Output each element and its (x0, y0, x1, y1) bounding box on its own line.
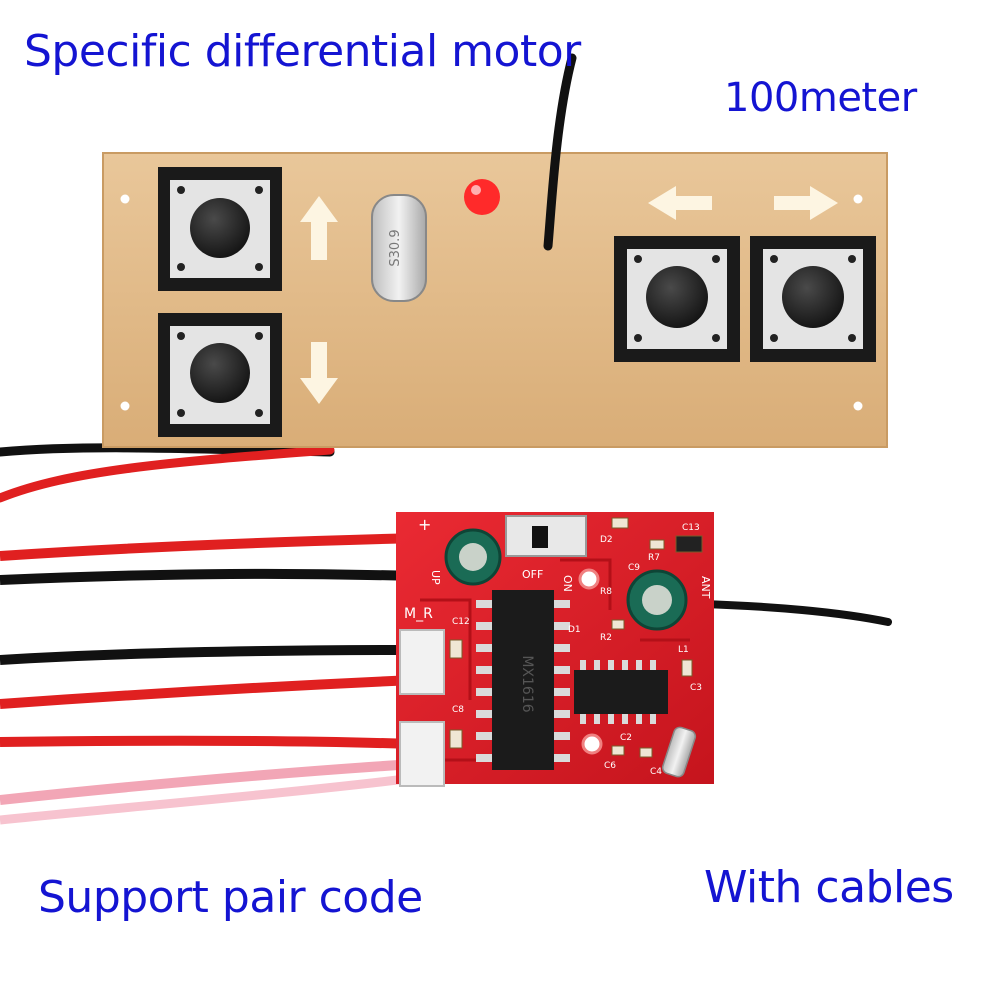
caption-differential-motor: Specific differential motor (24, 26, 581, 77)
mount-hole (853, 194, 863, 204)
label-c4: C4 (650, 767, 662, 777)
power-switch[interactable] (505, 515, 587, 557)
label-r7: R7 (648, 553, 660, 563)
label-plus: + (418, 515, 431, 534)
wires (0, 443, 892, 825)
wire-red-power (0, 533, 421, 561)
mount-hole (853, 401, 863, 411)
label-d2: D2 (600, 535, 613, 545)
ic-chip-dip: MX1616 (476, 590, 570, 770)
label-up: UP (429, 570, 442, 585)
chip-marking: MX1616 (519, 655, 535, 712)
wire-red-motor-2 (0, 735, 415, 749)
up-button[interactable] (158, 167, 282, 291)
label-c2: C2 (620, 733, 632, 743)
label-off: OFF (522, 568, 543, 581)
electrolytic-capacitor-2 (626, 569, 688, 631)
crystal-marking: S30.9 (388, 229, 403, 266)
label-r8: R8 (600, 587, 612, 597)
mount-hole (120, 194, 130, 204)
label-c9: C9 (628, 563, 640, 573)
label-c13: C13 (682, 523, 700, 533)
receiver-crystal (661, 726, 697, 778)
motor-connector-2 (399, 721, 445, 787)
arrow-down-icon (300, 342, 338, 404)
wire-pink-motor-2 (0, 773, 415, 825)
crystal-oscillator (371, 194, 427, 302)
mount-hole (120, 401, 130, 411)
receiver-board: MX1616 (396, 512, 714, 787)
led-highlight (471, 185, 481, 195)
caption-pair-code: Support pair code (38, 872, 423, 923)
wire-black-power (0, 568, 415, 585)
wire-black-motor-1 (0, 645, 419, 665)
right-button[interactable] (750, 236, 876, 362)
caption-range: 100meter (724, 75, 917, 121)
wire-antenna-transmitter (543, 53, 577, 251)
label-c6: C6 (604, 761, 616, 771)
transmitter-board: S30.9 (102, 53, 888, 448)
wire-red-transmitter (0, 445, 335, 503)
label-ant: ANT (699, 576, 712, 599)
caption-cables: With cables (704, 862, 954, 913)
mount-hole (578, 568, 600, 590)
arrow-left-icon (648, 186, 712, 220)
arrow-right-icon (774, 186, 838, 220)
label-l1: L1 (678, 645, 689, 655)
left-button[interactable] (614, 236, 740, 362)
motor-connector-1 (399, 629, 445, 695)
label-motor: M_R (404, 606, 433, 622)
label-on: ON (561, 575, 574, 592)
arrow-up-icon (300, 196, 338, 260)
electrolytic-capacitor-1 (444, 528, 502, 586)
wire-red-motor-1 (0, 675, 415, 709)
ic-chip-sop (574, 660, 668, 724)
mount-hole (581, 733, 603, 755)
down-button[interactable] (158, 313, 282, 437)
label-r2: R2 (600, 633, 612, 643)
smd-components (449, 517, 703, 758)
wire-antenna-receiver (696, 600, 892, 626)
led-indicator (464, 179, 500, 215)
label-d1: D1 (568, 625, 581, 635)
silkscreen-labels: + UP M_R OFF ON ANT C12 C8 C9 C13 D2 R7 … (404, 515, 712, 777)
label-c3: C3 (690, 683, 702, 693)
wire-pink-motor-1 (0, 759, 415, 805)
label-c12: C12 (452, 617, 470, 627)
label-c8: C8 (452, 705, 464, 715)
